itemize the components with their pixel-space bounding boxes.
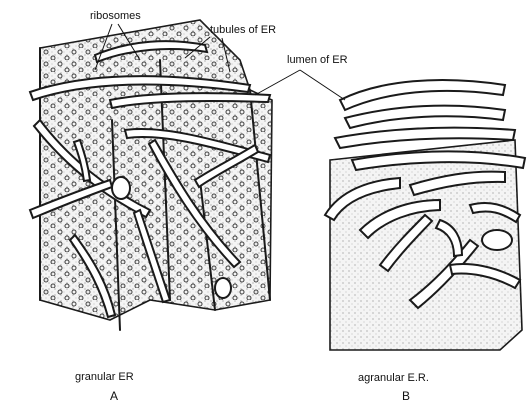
granular-er-caption: granular ER <box>75 371 134 383</box>
smooth-vesicle <box>482 230 512 250</box>
smooth-tubule-2 <box>345 106 505 128</box>
lumen-vesicle-2 <box>215 278 231 298</box>
agranular-er-caption: agranular E.R. <box>358 372 429 384</box>
lumen-label: lumen of ER <box>287 54 348 66</box>
tubules-label: tubules of ER <box>210 24 276 36</box>
ribosomes-label: ribosomes <box>90 10 141 22</box>
lumen-vesicle-1 <box>112 177 130 199</box>
lumen-leader-2 <box>300 70 345 100</box>
panel-letter-b: B <box>402 389 410 403</box>
lumen-leader-1 <box>255 70 300 95</box>
granular-er-panel <box>30 20 272 330</box>
agranular-er-panel <box>325 80 525 350</box>
panel-letter-a: A <box>110 389 118 403</box>
